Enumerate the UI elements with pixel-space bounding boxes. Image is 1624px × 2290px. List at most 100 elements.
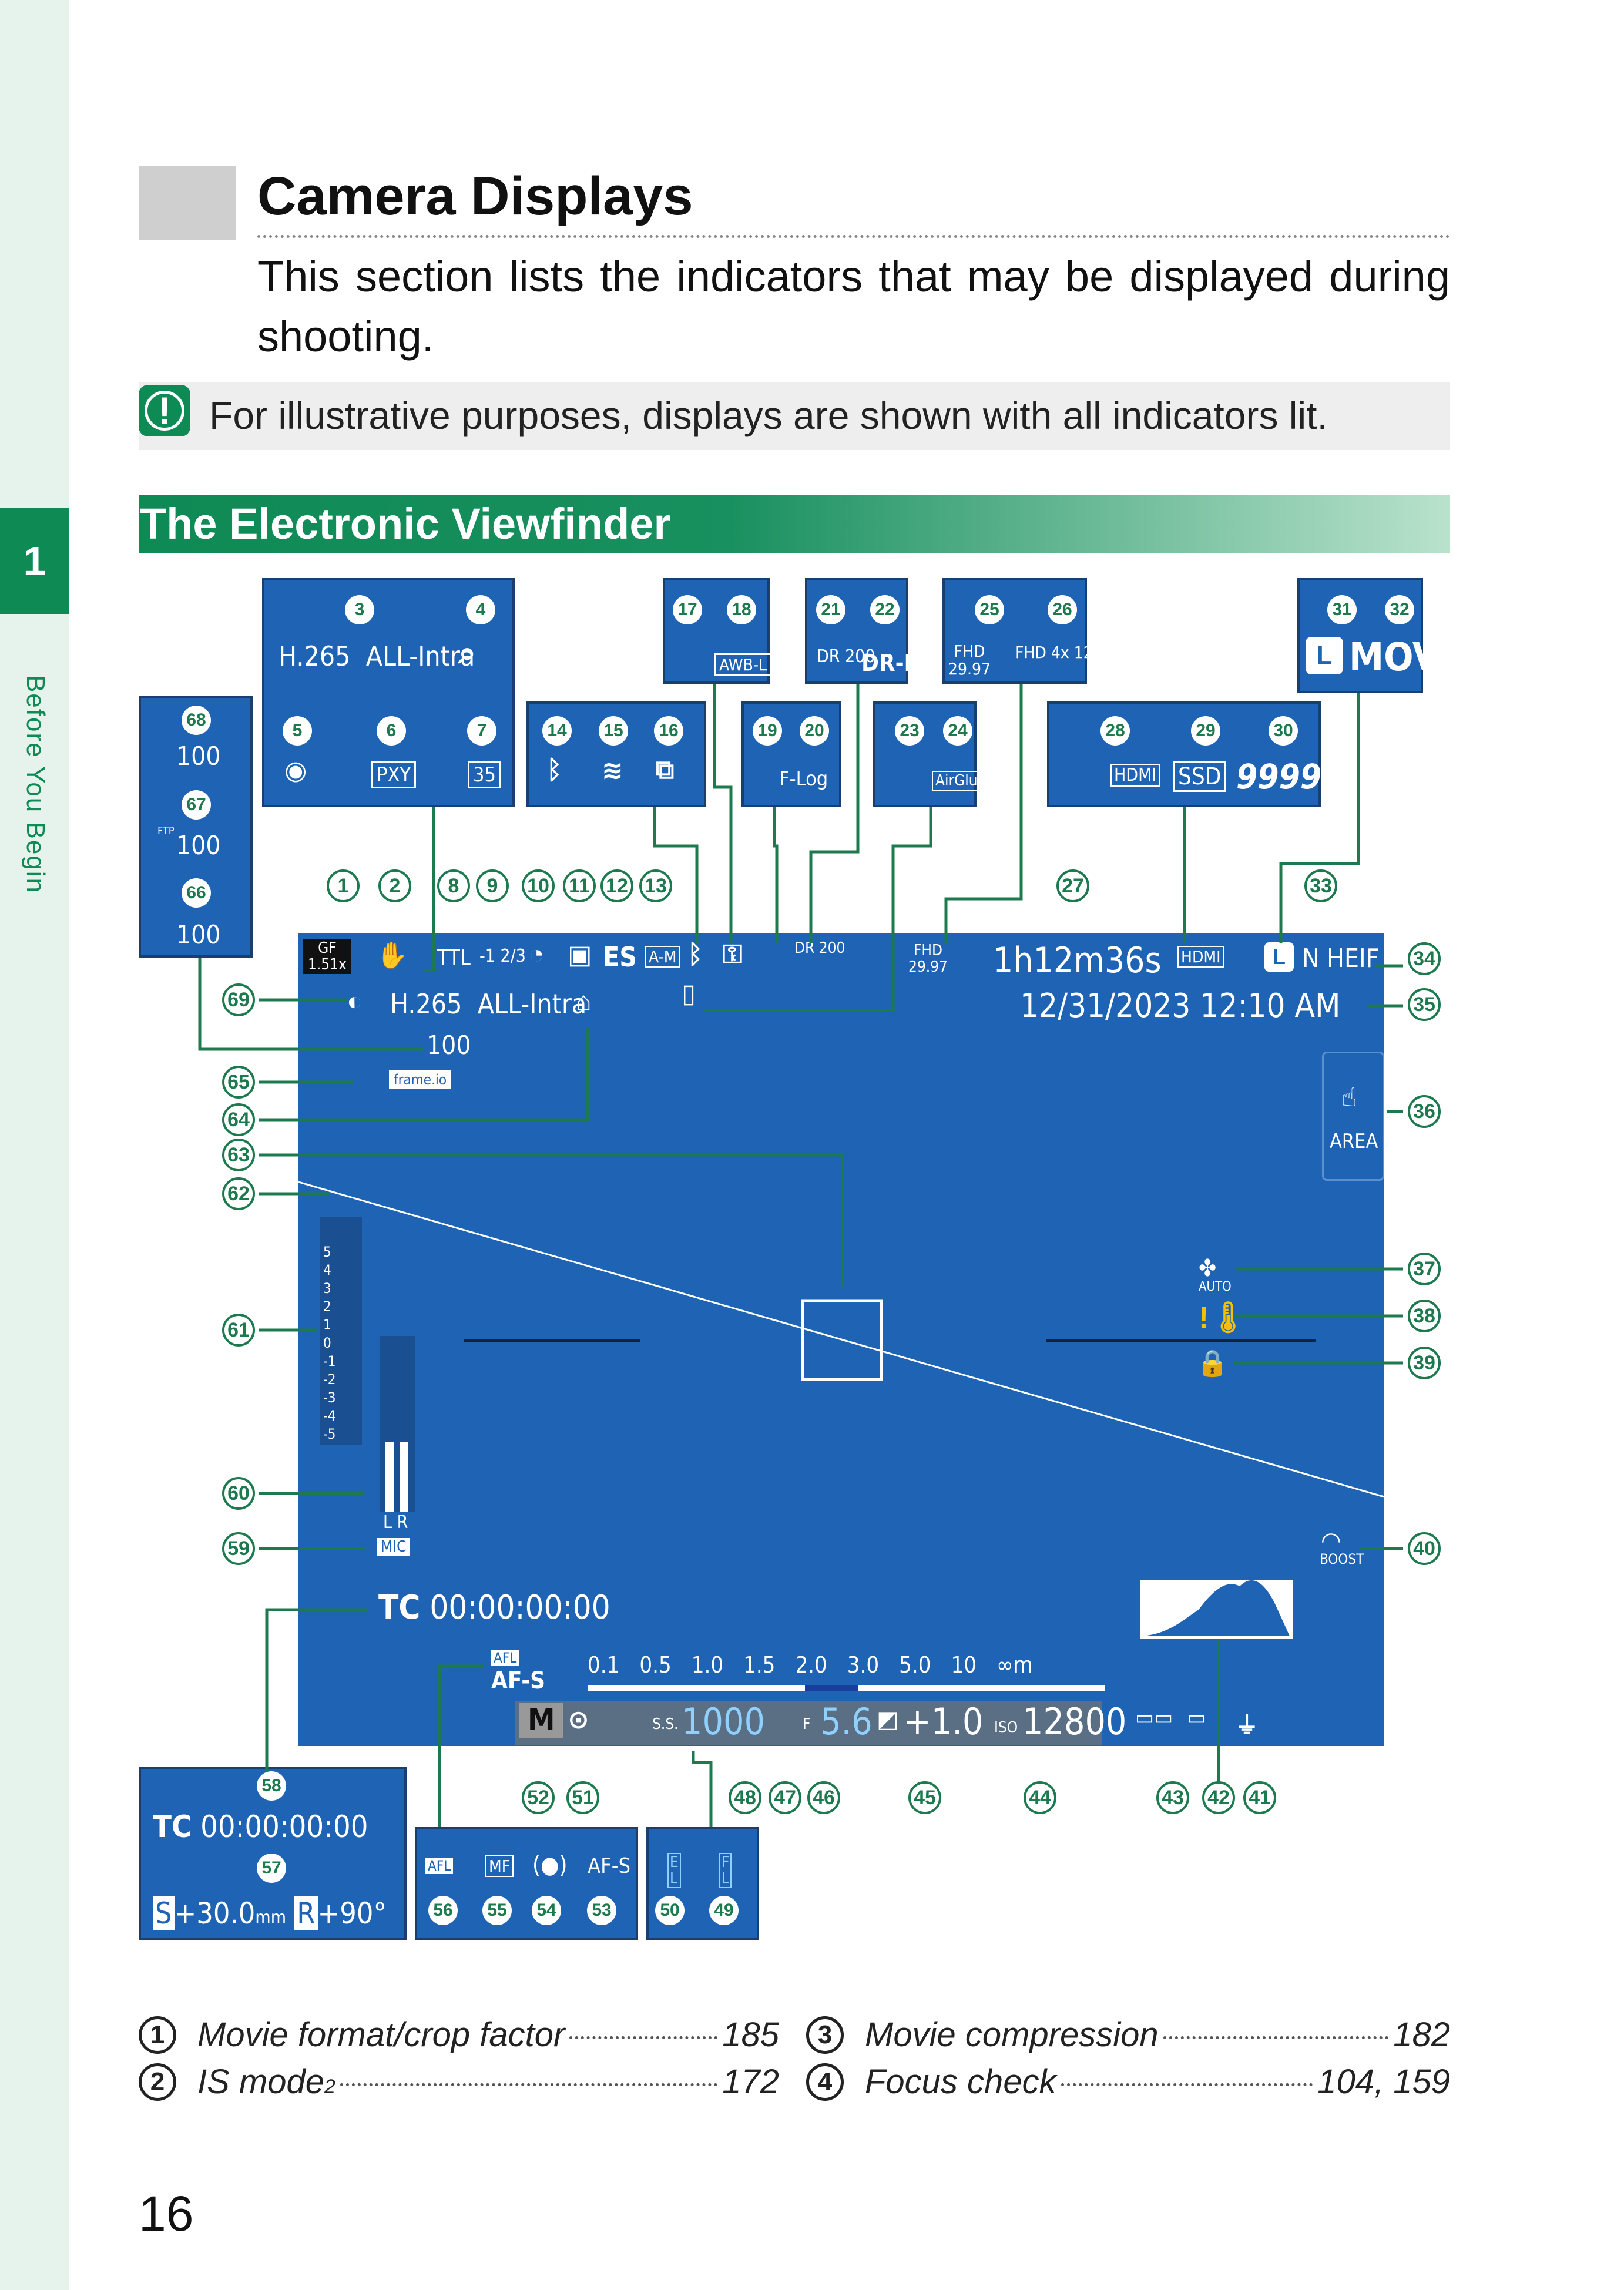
callout-9: 9	[476, 869, 509, 902]
exposure-comp-icon: ◩	[877, 1707, 899, 1732]
quality-l-icon: L	[1306, 637, 1343, 674]
callout-7: 7	[467, 716, 496, 746]
area-button[interactable]: ☝ AREA	[1322, 1052, 1384, 1181]
reference-item: 3 Movie compression 182	[806, 2015, 1450, 2062]
callout-64: 64	[222, 1103, 255, 1136]
callout-38: 38	[1408, 1300, 1441, 1332]
callout-20: 20	[800, 716, 829, 746]
inset-face-icon: (●)	[532, 1852, 568, 1879]
exposure-strip	[515, 1701, 1102, 1745]
focus-check-icon: ⌕	[458, 635, 477, 670]
ssd-badge: SSD	[1173, 761, 1227, 792]
callout-67: 67	[182, 790, 211, 820]
exposure-comp: +1.0	[904, 1700, 984, 1743]
quality-icon: L	[1264, 942, 1294, 972]
callout-61: 61	[222, 1314, 255, 1347]
callout-5: 5	[283, 716, 312, 746]
size-badge: 35	[468, 761, 501, 788]
callout-39: 39	[1408, 1347, 1441, 1379]
callout-62: 62	[222, 1177, 255, 1210]
upload-count-3: 100	[176, 920, 221, 950]
callout-32: 32	[1385, 595, 1414, 624]
callout-37: 37	[1408, 1253, 1441, 1285]
callout-8: 8	[437, 869, 470, 902]
callout-22: 22	[870, 595, 900, 624]
audio-level-left	[385, 1442, 394, 1512]
callout-63: 63	[222, 1139, 255, 1171]
callout-42: 42	[1202, 1781, 1235, 1814]
title-block	[139, 166, 236, 240]
callout-19: 19	[753, 716, 782, 746]
airglu-badge: AirGlu	[932, 771, 981, 791]
reference-page[interactable]: 104, 159	[1317, 2063, 1450, 2101]
date-time: 12/31/2023 12:10 AM	[1020, 987, 1341, 1025]
flash-comp: -1 2/3	[479, 946, 526, 966]
callout-40: 40	[1408, 1532, 1441, 1565]
drive-mode-icon: ▣	[568, 941, 592, 969]
callout-33: 33	[1304, 869, 1337, 902]
callout-6: 6	[377, 716, 406, 746]
callout-27: 27	[1056, 869, 1089, 902]
wifi-icon: ≋	[602, 756, 623, 785]
reference-leader	[1061, 2083, 1313, 2086]
ftp-label: FTP	[157, 825, 175, 837]
shift-rise: S+30.0mm R+90°	[153, 1896, 387, 1930]
reference-label: Focus check	[865, 2063, 1056, 2101]
callout-17: 17	[673, 595, 702, 624]
af-mode: AF-S	[491, 1667, 546, 1694]
note-icon: !	[139, 385, 190, 436]
reference-item: 1 Movie format/crop factor 185	[139, 2015, 779, 2062]
reference-leader	[340, 2083, 718, 2086]
proxy-badge: PXY	[371, 761, 417, 788]
reference-page[interactable]: 182	[1393, 2016, 1450, 2054]
callout-44: 44	[1024, 1781, 1056, 1814]
movie-format: MOV	[1349, 634, 1440, 680]
callout-30: 30	[1269, 716, 1298, 746]
file-format: N HEIF	[1302, 943, 1380, 973]
reference-number: 4	[806, 2063, 844, 2101]
callout-56: 56	[428, 1896, 458, 1925]
shutter-icon: ◉	[284, 756, 307, 785]
bluetooth-status-icon: ᛒ	[687, 940, 703, 969]
aperture: 5.6	[820, 1700, 873, 1743]
reference-number: 2	[139, 2063, 176, 2101]
battery-grip-icon: ▭▭	[1135, 1707, 1173, 1729]
callout-45: 45	[908, 1781, 941, 1814]
note-box	[139, 382, 1450, 450]
callout-13: 13	[639, 869, 672, 902]
shutter-speed: 1000	[682, 1700, 765, 1743]
callout-46: 46	[807, 1781, 840, 1814]
fan-auto: AUTO	[1199, 1280, 1232, 1294]
callout-11: 11	[563, 869, 596, 902]
hdmi-badge: HDMI	[1110, 764, 1160, 787]
note-text: For illustrative purposes, displays are …	[209, 394, 1328, 437]
callout-18: 18	[727, 595, 756, 624]
panel-dr	[805, 578, 908, 684]
title-divider	[257, 235, 1450, 238]
reference-label: IS mode	[197, 2063, 324, 2101]
touch-icon: ☝	[1341, 1083, 1357, 1112]
callout-57: 57	[257, 1854, 286, 1883]
drp-badge: DR-P	[861, 650, 920, 677]
callout-3: 3	[345, 595, 374, 624]
metering-icon: ⊙	[568, 1705, 589, 1734]
codec-status: H.265 ALL-Intra	[390, 988, 587, 1020]
boost-icon: ◠	[1322, 1528, 1340, 1554]
callout-36: 36	[1408, 1095, 1441, 1128]
aperture-prefix: F	[803, 1715, 811, 1733]
reference-page[interactable]: 185	[722, 2016, 779, 2054]
battery-icon: ▭	[1187, 1707, 1206, 1729]
reference-page[interactable]: 172	[722, 2063, 779, 2101]
distance-scale: 0.1 0.5 1.0 1.5 2.0 3.0 5.0 10 ∞m	[588, 1652, 1033, 1678]
reference-number: 3	[806, 2016, 844, 2054]
reference-leader	[1163, 2036, 1389, 2039]
area-label: AREA	[1330, 1130, 1378, 1153]
is-mode-icon: ✋	[376, 941, 408, 970]
audio-lr-label: L R	[383, 1512, 408, 1533]
